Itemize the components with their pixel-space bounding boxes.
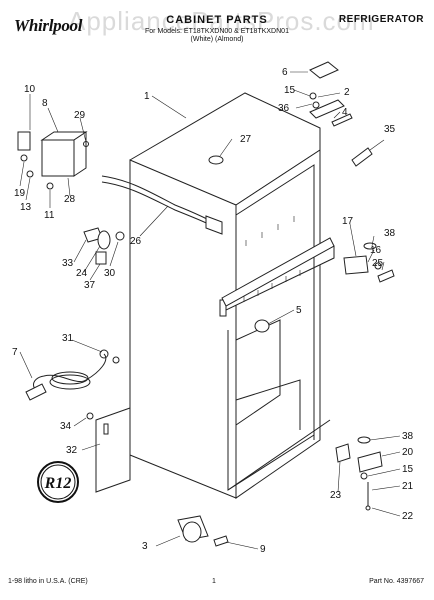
callout-5: 5 [296, 305, 302, 316]
plug-27 [208, 155, 224, 165]
callout-25: 25 [372, 258, 384, 269]
callout-13: 13 [20, 202, 32, 213]
center-hinge [343, 242, 395, 283]
callout-32: 32 [66, 445, 78, 456]
callout-numbers: 1 2 3 4 5 6 7 8 9 10 11 13 15 16 17 19 2… [12, 67, 414, 555]
page-number: 1 [212, 578, 216, 585]
callout-4: 4 [342, 107, 348, 118]
callout-37: 37 [84, 280, 96, 291]
callout-21: 21 [402, 481, 414, 492]
callout-10: 10 [24, 84, 36, 95]
diagram-title: CABINET PARTS [166, 14, 268, 26]
drain-parts [83, 227, 125, 265]
callout-11: 11 [44, 210, 55, 221]
callout-35: 35 [384, 124, 396, 135]
callout-31: 31 [62, 333, 74, 344]
model-line-2: (White) (Almond) [190, 36, 244, 43]
bottom-hinge [335, 436, 383, 511]
callout-30: 30 [104, 268, 116, 279]
roller-assembly [177, 515, 229, 547]
part-number: Part No. 4397667 [369, 578, 424, 585]
r12-refrigerant-badge: R12 [37, 461, 79, 503]
callout-24: 24 [76, 268, 88, 279]
callout-2: 2 [344, 87, 350, 98]
callout-3: 3 [142, 541, 148, 552]
screw-35 [351, 147, 373, 167]
callout-38a: 38 [384, 228, 396, 239]
callout-17: 17 [342, 216, 354, 227]
callout-22: 22 [402, 511, 414, 522]
model-line-1: For Models: ET18TKXDN00 & ET18TKXDN01 [145, 28, 289, 35]
callout-29: 29 [74, 110, 86, 121]
callout-20: 20 [402, 447, 414, 458]
watermark-text: AppliancePartsPros.com [68, 6, 375, 36]
callout-27: 27 [240, 134, 252, 145]
callout-7: 7 [12, 347, 18, 358]
callout-34: 34 [60, 421, 72, 432]
part-5 [254, 319, 270, 333]
wiring-harness [101, 175, 223, 235]
callout-1: 1 [144, 91, 150, 102]
hinge-cover [309, 61, 339, 79]
callout-6: 6 [282, 67, 288, 78]
callout-8: 8 [42, 98, 48, 109]
badge-text: R12 [44, 475, 72, 492]
callout-15b: 15 [402, 464, 414, 475]
callout-23: 23 [330, 490, 342, 501]
leader-lines [19, 71, 401, 550]
callout-19: 19 [14, 188, 26, 199]
callout-28: 28 [64, 194, 76, 205]
brand-logo: Whirlpool [14, 16, 83, 35]
relay-assembly [17, 131, 89, 190]
callout-38b: 38 [402, 431, 414, 442]
callout-26: 26 [130, 236, 142, 247]
appliance-category: REFRIGERATOR [338, 14, 424, 25]
callout-16: 16 [370, 245, 382, 256]
power-cord [25, 349, 120, 401]
back-panel [86, 407, 131, 493]
callout-15: 15 [284, 85, 296, 96]
callout-9: 9 [260, 544, 266, 555]
callout-33: 33 [62, 258, 74, 269]
print-info: 1-98 litho in U.S.A. (CRE) [8, 578, 88, 585]
cabinet-shell [129, 92, 335, 499]
model-list: For Models: ET18TKXDN00 & ET18TKXDN01 (W… [0, 28, 434, 44]
callout-36: 36 [278, 103, 290, 114]
